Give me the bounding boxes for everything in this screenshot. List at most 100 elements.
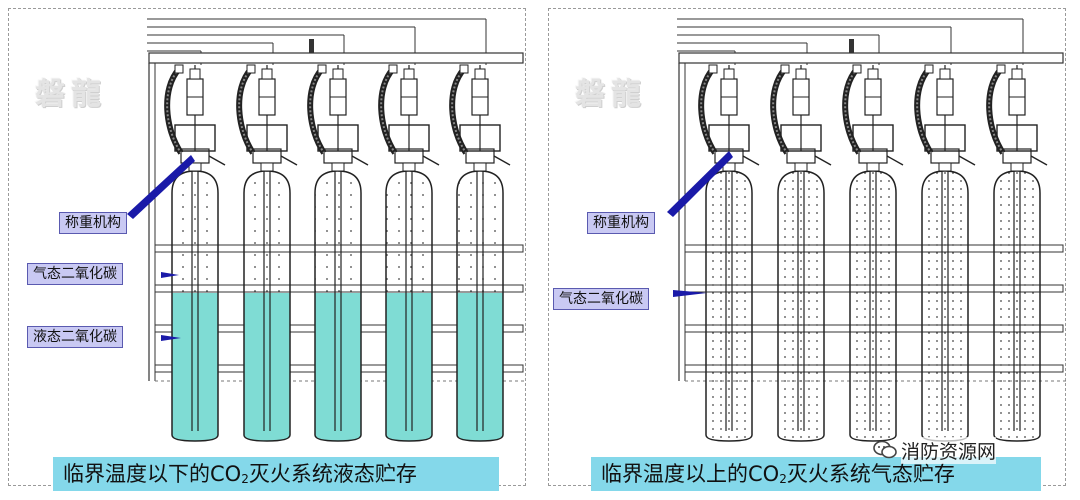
actuator-cap [189, 68, 201, 80]
actuator-cap [867, 68, 879, 80]
pressure-switch [309, 39, 314, 53]
cylinder-outline [777, 170, 825, 442]
check-valve [708, 64, 718, 74]
flexible-hose-detail [166, 68, 182, 154]
flexible-hose [164, 66, 184, 155]
cylinder-outline [243, 170, 291, 442]
caption-text-after: 灭火系统液态贮存 [248, 462, 417, 486]
arrow-weighing [127, 155, 195, 219]
safety-outlet [351, 155, 369, 166]
cylinder-outline [705, 170, 753, 442]
gas-storage-panel: 磐龍 称重机构 气态二氧化碳 临界温度以上的CO2灭火系统气态贮存 消防资源网 [548, 8, 1067, 491]
safety-outlet [742, 155, 760, 166]
co2-cylinder [236, 64, 298, 442]
liquid-fill [172, 293, 218, 441]
flexible-hose [698, 66, 718, 155]
liquid-storage-panel: 磐龍 称重机构 气态二氧化碳 液态二氧化碳 临界温度以下的CO2灭火系统液态贮存 [8, 8, 527, 491]
flexible-hose [770, 66, 790, 155]
flexible-hose-detail [380, 68, 396, 154]
flexible-hose [449, 66, 469, 155]
gas-fill [922, 171, 968, 441]
gas-fill [172, 171, 218, 293]
co2-cylinder [164, 64, 226, 442]
valve-neck [794, 162, 808, 172]
caption-text-before: 临界温度以上的CO [601, 462, 780, 486]
flexible-hose-detail [309, 68, 325, 154]
flexible-hose [914, 66, 934, 155]
arrow-gas [161, 272, 179, 278]
co2-cylinder [986, 64, 1048, 442]
flexible-hose [307, 66, 327, 155]
valve-neck [402, 162, 416, 172]
gas-fill [850, 171, 896, 441]
weighing-mechanism-label: 称重机构 [59, 212, 127, 234]
top-frame-beam [148, 52, 524, 64]
wechat-icon [873, 440, 897, 460]
manifold-pipes [147, 18, 487, 65]
flexible-hose-detail [451, 68, 467, 154]
arrow-liquid [161, 335, 181, 341]
valve-neck [331, 162, 345, 172]
co2-cylinder [842, 64, 904, 442]
actuator-cap [261, 68, 273, 80]
caption-text-after: 灭火系统气态贮存 [786, 462, 955, 486]
gas-fill [386, 171, 432, 293]
cylinder-outline [456, 170, 504, 442]
safety-outlet [1030, 155, 1048, 166]
flexible-hose-detail [844, 68, 860, 154]
liquid-fill [315, 293, 361, 441]
valve-neck [188, 162, 202, 172]
flexible-hose-detail [700, 68, 716, 154]
flexible-hose-detail [916, 68, 932, 154]
liquid-fill [457, 293, 503, 441]
arrow-gas [673, 290, 707, 297]
safety-outlet [208, 155, 226, 166]
weighing-mechanism-label: 称重机构 [587, 212, 655, 234]
caption-liquid-storage: 临界温度以下的CO2灭火系统液态贮存 [53, 457, 499, 491]
check-valve [852, 64, 862, 74]
gas-fill [706, 171, 752, 441]
co2-cylinder [449, 64, 511, 442]
flexible-hose [986, 66, 1006, 155]
co2-cylinder [698, 64, 760, 442]
check-valve [246, 64, 256, 74]
caption-subscript: 2 [779, 472, 787, 486]
cylinder-outline [385, 170, 433, 442]
caption-subscript: 2 [241, 472, 249, 486]
actuator-cap [939, 68, 951, 80]
watermark: 磐龍 [35, 77, 107, 112]
co2-cylinder [307, 64, 369, 442]
safety-outlet [493, 155, 511, 166]
actuator-cap [795, 68, 807, 80]
check-valve [388, 64, 398, 74]
actuator-cap [474, 68, 486, 80]
flexible-hose-detail [988, 68, 1004, 154]
flexible-hose-detail [772, 68, 788, 154]
actuator-cap [403, 68, 415, 80]
actuator-cap [723, 68, 735, 80]
cylinder-outline [993, 170, 1041, 442]
safety-outlet [958, 155, 976, 166]
cylinder-outline [849, 170, 897, 442]
cylinder-rack-diagram-liquid [127, 18, 527, 442]
top-frame-beam [678, 52, 1064, 64]
cylinder-rack-diagram-gas [667, 18, 1067, 442]
valve-neck [938, 162, 952, 172]
cylinder-outline [171, 170, 219, 442]
valve-neck [260, 162, 274, 172]
valve-neck [1010, 162, 1024, 172]
liquid-co2-label: 液态二氧化碳 [27, 326, 123, 348]
flexible-hose-detail [238, 68, 254, 154]
gas-fill [994, 171, 1040, 441]
site-logo: 消防资源网 [873, 435, 997, 465]
check-valve [317, 64, 327, 74]
gas-fill [457, 171, 503, 293]
gaseous-co2-label: 气态二氧化碳 [27, 263, 123, 285]
gas-fill [778, 171, 824, 441]
watermark: 磐龍 [575, 77, 647, 112]
arrow-weighing [667, 151, 733, 217]
caption-text-before: 临界温度以下的CO [63, 462, 242, 486]
check-valve [459, 64, 469, 74]
valve-neck [473, 162, 487, 172]
safety-outlet [280, 155, 298, 166]
